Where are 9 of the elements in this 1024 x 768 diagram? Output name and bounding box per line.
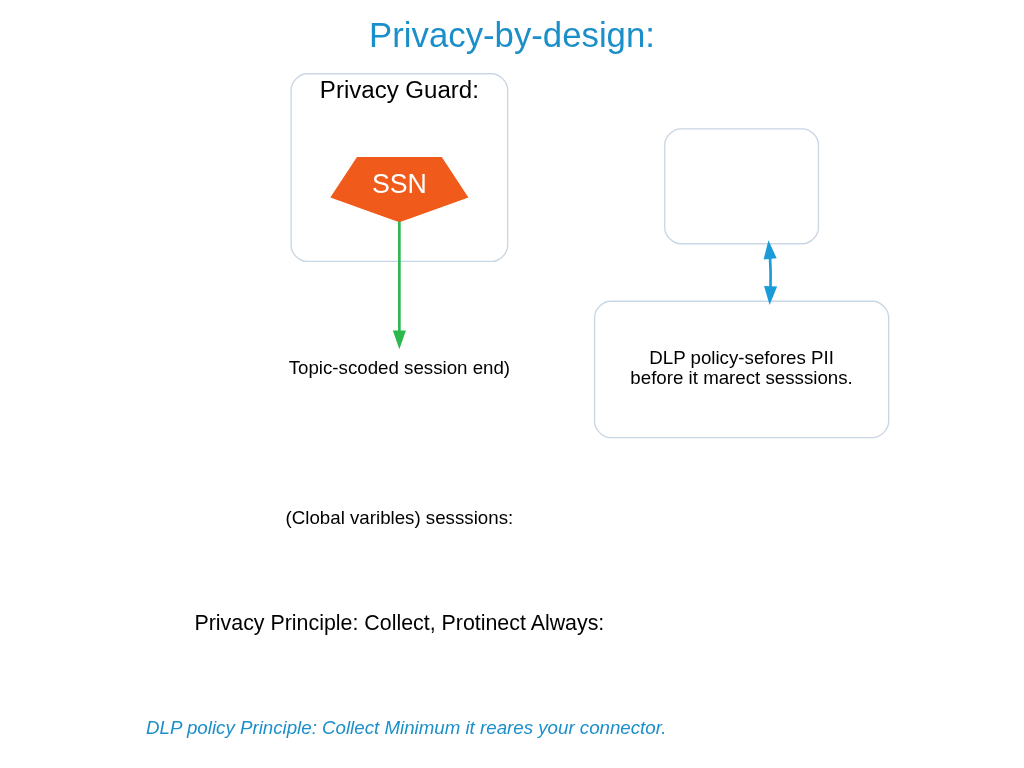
- arrow: [763, 240, 778, 305]
- node-box: [664, 128, 820, 245]
- label: DLP policy Principle: Collect Minimum it reares your connector.: [146, 717, 667, 738]
- arrow: [392, 221, 406, 350]
- node-text: Topic-scoded session end): [288, 357, 511, 379]
- node-box: DLP policy-sefores PII before it marect sesssions.: [593, 300, 890, 439]
- label: Privacy Principle: Collect, Protinect Always:: [194, 610, 605, 635]
- diagram-title: Privacy-by-design:: [369, 15, 655, 54]
- label: (Clobal varibles) sesssions:: [285, 507, 514, 529]
